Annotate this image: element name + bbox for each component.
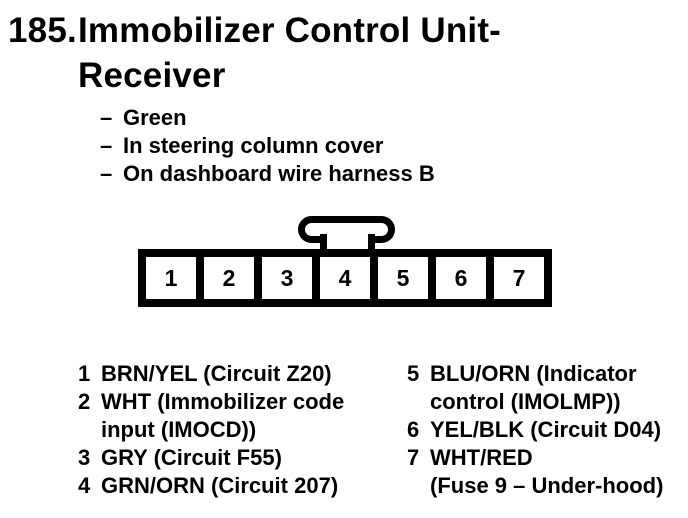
pin-legend-right: 5 BLU/ORN (Indicator control (IMOLMP)) 6… — [407, 360, 685, 500]
pin-entry: 2 WHT (Immobilizer code input (IMOCD)) — [78, 388, 393, 444]
pin-description-line: WHT (Immobilizer code — [101, 389, 345, 414]
section-title: 185. Immobilizer Control Unit- Receiver — [8, 8, 501, 98]
section-title-line2: Receiver — [78, 56, 226, 95]
pin-entry: 5 BLU/ORN (Indicator control (IMOLMP)) — [407, 360, 685, 416]
pin-number: 7 — [407, 445, 420, 470]
pin-description-line: BLU/ORN (Indicator — [430, 361, 637, 386]
connector-lock-tab-stem — [320, 234, 375, 253]
connector-pin-cell: 5 — [370, 257, 428, 299]
pin-description: BLU/ORN (Indicator control (IMOLMP)) — [430, 360, 637, 416]
pin-description: GRY (Circuit F55) — [101, 444, 282, 472]
pin-description-line: (Fuse 9 – Under-hood) — [430, 473, 664, 498]
pin-entry: 3 GRY (Circuit F55) — [78, 444, 393, 472]
connector-diagram: 1 2 3 4 5 6 7 — [138, 249, 552, 307]
notes-list: – Green – In steering column cover – On … — [100, 104, 435, 188]
note-text: In steering column cover — [123, 133, 384, 158]
pin-description: WHT (Immobilizer code input (IMOCD)) — [101, 388, 344, 444]
pin-description-line: YEL/BLK (Circuit D04) — [430, 417, 662, 442]
note-item: – In steering column cover — [100, 132, 435, 160]
pin-number: 3 — [78, 445, 91, 470]
note-item: – On dashboard wire harness B — [100, 160, 435, 188]
section-title-text: Immobilizer Control Unit- Receiver — [78, 8, 501, 98]
note-text: On dashboard wire harness B — [123, 161, 435, 186]
pin-description-line: input (IMOCD)) — [101, 417, 257, 442]
pin-description: YEL/BLK (Circuit D04) — [430, 416, 661, 444]
pin-entry: 6 YEL/BLK (Circuit D04) — [407, 416, 685, 444]
connector-pin-cell: 4 — [312, 257, 370, 299]
pin-entry: 4 GRN/ORN (Circuit 207) — [78, 472, 393, 500]
pin-description: BRN/YEL (Circuit Z20) — [101, 360, 332, 388]
pin-description: GRN/ORN (Circuit 207) — [101, 472, 338, 500]
dash-bullet: – — [100, 161, 113, 186]
note-item: – Green — [100, 104, 435, 132]
connector-pin-cell: 7 — [486, 257, 544, 299]
pin-number: 2 — [78, 389, 91, 414]
connector-pin-cell: 1 — [146, 257, 196, 299]
pin-number: 4 — [78, 473, 91, 498]
note-text: Green — [123, 105, 187, 130]
connector-pin-cell: 2 — [196, 257, 254, 299]
pin-number: 5 — [407, 361, 420, 386]
section-title-line1: Immobilizer Control Unit- — [78, 11, 502, 50]
pin-number: 1 — [78, 361, 91, 386]
pin-description-line: GRY (Circuit F55) — [101, 445, 282, 470]
pin-entry: 1 BRN/YEL (Circuit Z20) — [78, 360, 393, 388]
pin-description-line: GRN/ORN (Circuit 207) — [101, 473, 339, 498]
pin-description: WHT/RED (Fuse 9 – Under-hood) — [430, 444, 663, 500]
connector-pin-cell: 6 — [428, 257, 486, 299]
pin-description-line: BRN/YEL (Circuit Z20) — [101, 361, 332, 386]
section-number: 185. — [8, 11, 77, 50]
connector-pin-cell: 3 — [254, 257, 312, 299]
dash-bullet: – — [100, 133, 113, 158]
pin-number: 6 — [407, 417, 420, 442]
pin-legend-left: 1 BRN/YEL (Circuit Z20) 2 WHT (Immobiliz… — [78, 360, 393, 500]
pin-description-line: control (IMOLMP)) — [430, 389, 621, 414]
pin-description-line: WHT/RED — [430, 445, 533, 470]
dash-bullet: – — [100, 105, 113, 130]
pin-entry: 7 WHT/RED (Fuse 9 – Under-hood) — [407, 444, 685, 500]
